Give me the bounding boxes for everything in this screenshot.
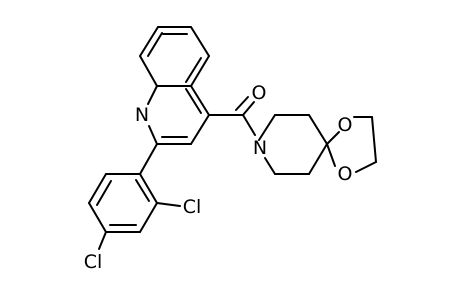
bond <box>88 202 107 233</box>
quinoline-benzo-ring <box>139 26 210 87</box>
carbonyl-group <box>208 96 256 136</box>
atom-n-quinoline: N <box>135 104 149 126</box>
bond <box>190 26 210 57</box>
bond <box>264 157 276 175</box>
quinoline-pyridine-ring <box>147 85 210 145</box>
bond <box>190 85 210 116</box>
bond <box>147 85 158 105</box>
bond <box>308 114 328 145</box>
bond <box>185 57 202 83</box>
bond <box>98 231 107 250</box>
bond <box>308 143 328 175</box>
bond <box>371 116 377 163</box>
bond <box>190 55 210 87</box>
bond <box>190 114 210 145</box>
bond <box>156 202 181 207</box>
bond <box>88 173 107 204</box>
dichlorophenyl-ring <box>88 143 181 250</box>
bond <box>96 180 112 206</box>
atom-o-carbonyl: O <box>252 82 267 104</box>
atom-labels: N O N O O Cl Cl <box>84 82 353 273</box>
bond <box>148 125 158 145</box>
atom-cl-para: Cl <box>84 251 103 273</box>
bond <box>242 114 256 136</box>
atom-n-piperidine: N <box>253 137 267 159</box>
bond <box>139 55 158 87</box>
bond <box>185 88 202 114</box>
bond <box>139 173 158 204</box>
atom-o-ring-top: O <box>338 114 353 136</box>
bond <box>242 101 255 116</box>
bond <box>139 143 158 175</box>
bond <box>139 26 159 57</box>
bond <box>147 32 163 57</box>
bond <box>139 202 158 233</box>
bond <box>135 179 150 202</box>
bond <box>355 161 377 173</box>
atom-cl-ortho: Cl <box>183 196 202 218</box>
bond <box>326 143 336 167</box>
bond <box>235 96 249 111</box>
bond <box>326 131 340 145</box>
atom-o-ring-bottom: O <box>338 163 353 185</box>
dioxolane-ring <box>326 116 377 173</box>
bond <box>258 114 276 141</box>
piperidine-ring <box>258 114 328 175</box>
